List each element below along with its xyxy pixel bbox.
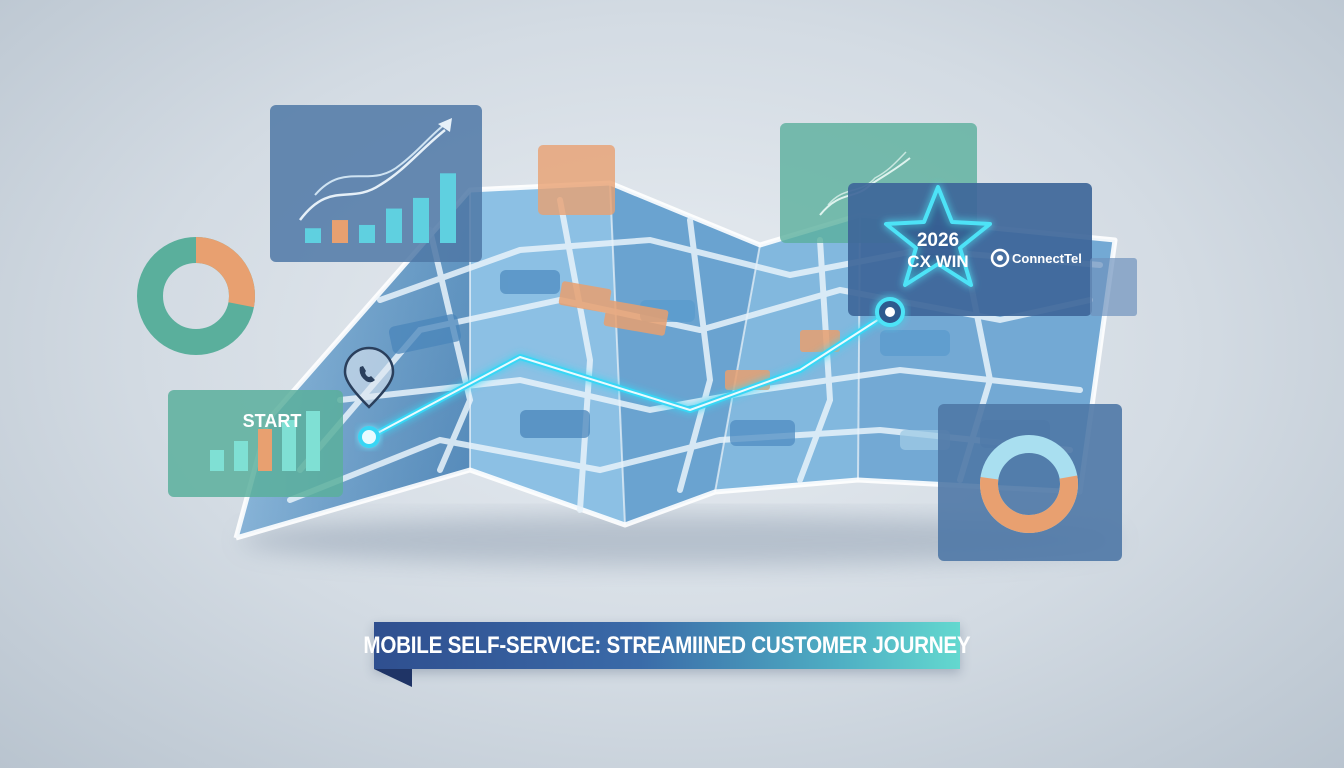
decor-bar <box>440 173 456 243</box>
banner-ribbon-fold <box>374 669 412 687</box>
orange-tile <box>538 145 615 215</box>
award-text: CX WIN <box>907 252 968 271</box>
decor-bar <box>234 441 248 471</box>
phone-pin-icon <box>343 346 395 448</box>
decor-bar <box>306 411 320 471</box>
start-label: START <box>243 411 302 431</box>
award-year: 2026 <box>917 230 959 251</box>
award-panel: 2026 CX WIN ConnectTel <box>848 183 1137 316</box>
decor-bar <box>305 228 321 243</box>
decor-bar <box>282 420 296 471</box>
right-donut-panel <box>938 404 1122 561</box>
left-donut-chart <box>137 237 255 355</box>
title-banner: MOBILE SELF-SERVICE: STREAMIINED CUSTOME… <box>364 622 971 669</box>
decor-bar <box>332 220 348 243</box>
start-panel: START <box>168 390 343 497</box>
decor-bar <box>359 224 375 243</box>
end-point-marker <box>875 297 905 327</box>
brand-name: ConnectTel <box>1012 251 1082 266</box>
decor-bar <box>413 197 429 243</box>
decor-bar <box>386 208 402 243</box>
connecttel-logo-icon <box>990 248 1010 268</box>
decor-bar <box>258 429 272 471</box>
trend-chart-panel <box>270 105 482 262</box>
map-shadow <box>240 514 1120 566</box>
banner-title: MOBILE SELF-SERVICE: STREAMIINED CUSTOME… <box>363 631 971 659</box>
decor-bar <box>210 450 224 471</box>
star-icon <box>884 185 992 287</box>
trend-line-icon <box>299 129 446 221</box>
